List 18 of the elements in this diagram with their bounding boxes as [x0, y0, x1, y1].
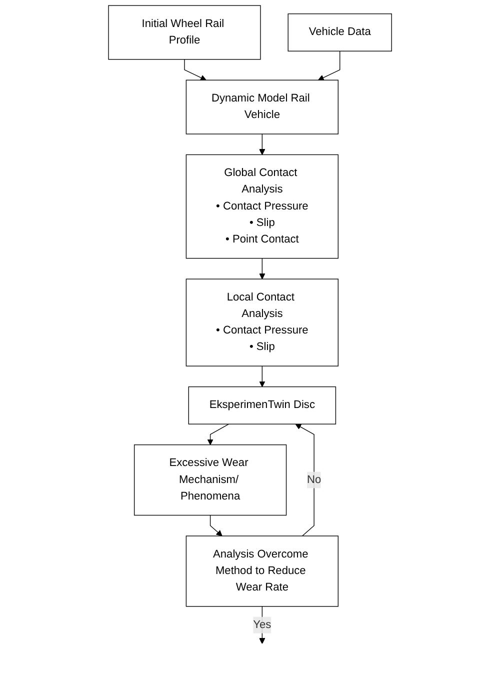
edge-label: No — [307, 474, 322, 486]
arrow — [260, 258, 266, 280]
arrow — [208, 424, 230, 446]
arrow — [184, 59, 207, 80]
arrow — [210, 514, 223, 536]
arrow — [296, 424, 315, 536]
arrow — [318, 50, 341, 80]
node-box: Vehicle Data — [288, 13, 392, 52]
arrow — [260, 366, 266, 388]
node-box: Excessive Wear Mechanism/ Phenomena — [134, 444, 288, 516]
edge-label: Yes — [254, 618, 272, 631]
node-box: EksperimenTwin Disc — [188, 386, 336, 424]
node-box: Analysis Overcome Method to Reduce Wear Rate — [186, 536, 339, 607]
node-box: Initial Wheel Rail Profile — [108, 5, 262, 60]
node-box: Local Contact Analysis • Contact Pressure • Slip — [186, 278, 339, 366]
node-box: Dynamic Model Rail Vehicle — [186, 80, 339, 134]
arrow — [260, 134, 266, 155]
node-box: Global Contact Analysis • Contact Pressure • Slip • Point Contact — [186, 154, 339, 259]
